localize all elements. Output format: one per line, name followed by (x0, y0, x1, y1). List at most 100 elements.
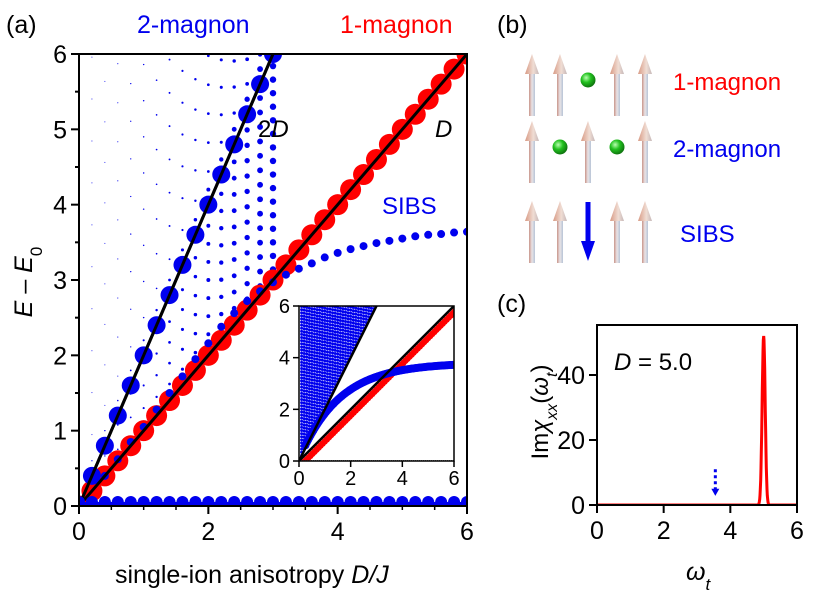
ground-point (279, 496, 292, 506)
inset-continuum-dot (320, 312, 324, 316)
y-tick-label: 3 (53, 267, 67, 295)
inset-continuum-dot (300, 311, 304, 315)
inset-continuum-dot (344, 326, 347, 330)
continuum-dot (117, 180, 119, 182)
inset-continuum-dot (310, 316, 314, 320)
continuum-dot (155, 352, 158, 355)
inset-continuum-dot (336, 306, 340, 310)
inset-continuum-dot (310, 375, 314, 379)
continuum-dot (206, 223, 211, 228)
inset-continuum-dot (354, 318, 358, 322)
inset-continuum-dot (318, 376, 322, 380)
inset-continuum-dot (331, 363, 335, 367)
continuum-dot (155, 114, 158, 116)
sibs-point (165, 389, 174, 397)
inset-continuum-dot (349, 321, 353, 325)
inset-continuum-dot (318, 383, 322, 387)
inset-continuum-dot (310, 325, 314, 329)
spin-up-arrow-icon (610, 201, 624, 221)
inset-continuum-dot (336, 333, 340, 337)
inset-continuum-dot (320, 405, 324, 409)
inset-continuum-dot (354, 322, 358, 326)
continuum-dot (117, 63, 119, 65)
inset-continuum-dot (320, 361, 324, 365)
ground-point (137, 496, 150, 506)
inset-continuum-dot (333, 352, 337, 356)
inset-continuum-dot (344, 307, 347, 311)
inset-continuum-dot (315, 391, 319, 395)
inset-continuum-dot (344, 332, 347, 336)
inset-continuum-dot (305, 386, 309, 390)
inset-continuum-dot (323, 377, 327, 381)
inset-continuum-dot (300, 367, 304, 371)
inset-continuum-dot (356, 325, 360, 329)
inset-continuum-dot (359, 323, 363, 327)
inset-frame (298, 305, 455, 462)
inset-continuum-dot (323, 343, 327, 347)
inset-continuum-dot (333, 370, 337, 374)
inset-continuum-dot (351, 315, 355, 319)
inset-continuum-dot (318, 404, 322, 408)
inset-continuum-dot (323, 393, 327, 397)
inset-continuum-dot (349, 342, 353, 346)
inset-continuum-dot (336, 343, 340, 347)
inset-continuum-dot (356, 310, 360, 314)
inset-continuum-dot (318, 317, 322, 321)
continuum-dot (142, 316, 145, 319)
inset-continuum-dot (338, 349, 342, 353)
inset-continuum-dot (323, 318, 327, 322)
inset-continuum-dot (359, 307, 363, 311)
continuum-dot (180, 288, 185, 292)
continuum-dot (244, 265, 250, 271)
inset-continuum-dot (341, 362, 345, 366)
inset-continuum-dot (341, 313, 345, 317)
inset-continuum-dot (307, 371, 311, 375)
inset-continuum-dot (351, 312, 355, 316)
inset-continuum-dot (310, 307, 314, 311)
inset-continuum-dot (346, 329, 350, 333)
inset-continuum-dot (313, 341, 316, 345)
inset-continuum-dot (320, 333, 324, 337)
continuum-dot (206, 187, 211, 192)
sibs-point (450, 228, 459, 237)
inset-continuum-dot (333, 317, 337, 321)
continuum-dot (219, 58, 223, 62)
legend-2-magnon: 2-magnon (137, 11, 250, 39)
inset-continuum-dot (307, 405, 311, 409)
continuum-dot (181, 228, 184, 232)
inset-continuum-dot (344, 351, 347, 354)
inset-continuum-dot (318, 355, 322, 359)
x-axis-label-c: ωt (686, 558, 711, 594)
inset-continuum-dot (303, 302, 306, 305)
sibs-point (230, 309, 239, 318)
sibs-point (320, 253, 329, 262)
inset-continuum-dot (302, 355, 306, 359)
inset-continuum-dot (318, 379, 322, 383)
continuum-dot (168, 320, 171, 323)
inset-continuum-dot (369, 309, 373, 313)
inset-y-tick-label: 6 (279, 296, 290, 318)
inset-continuum-dot (302, 410, 306, 414)
inset-continuum-dot (320, 395, 324, 399)
continuum-dot (142, 244, 145, 247)
sibs-point (424, 230, 433, 239)
inset-continuum-dot (325, 353, 329, 357)
continuum-dot (168, 341, 171, 344)
inset-continuum-dot (333, 379, 337, 383)
inset-continuum-dot (318, 395, 322, 399)
inset-continuum-dot (313, 372, 316, 376)
inset-continuum-dot (307, 421, 311, 425)
inset-continuum-dot (305, 426, 309, 430)
inset-continuum-dot (305, 346, 309, 350)
inset-continuum-dot (302, 395, 306, 399)
inset-continuum-dot (328, 310, 332, 314)
continuum-dot (206, 83, 210, 87)
ground-point (305, 496, 318, 506)
inset-continuum-dot (310, 396, 314, 400)
inset-continuum-dot (323, 390, 327, 394)
inset-continuum-dot (313, 382, 316, 385)
inset-continuum-dot (331, 320, 335, 324)
inset-continuum-dot (336, 361, 340, 365)
inset-continuum-dot (333, 345, 337, 349)
inset-continuum-dot (300, 382, 304, 386)
